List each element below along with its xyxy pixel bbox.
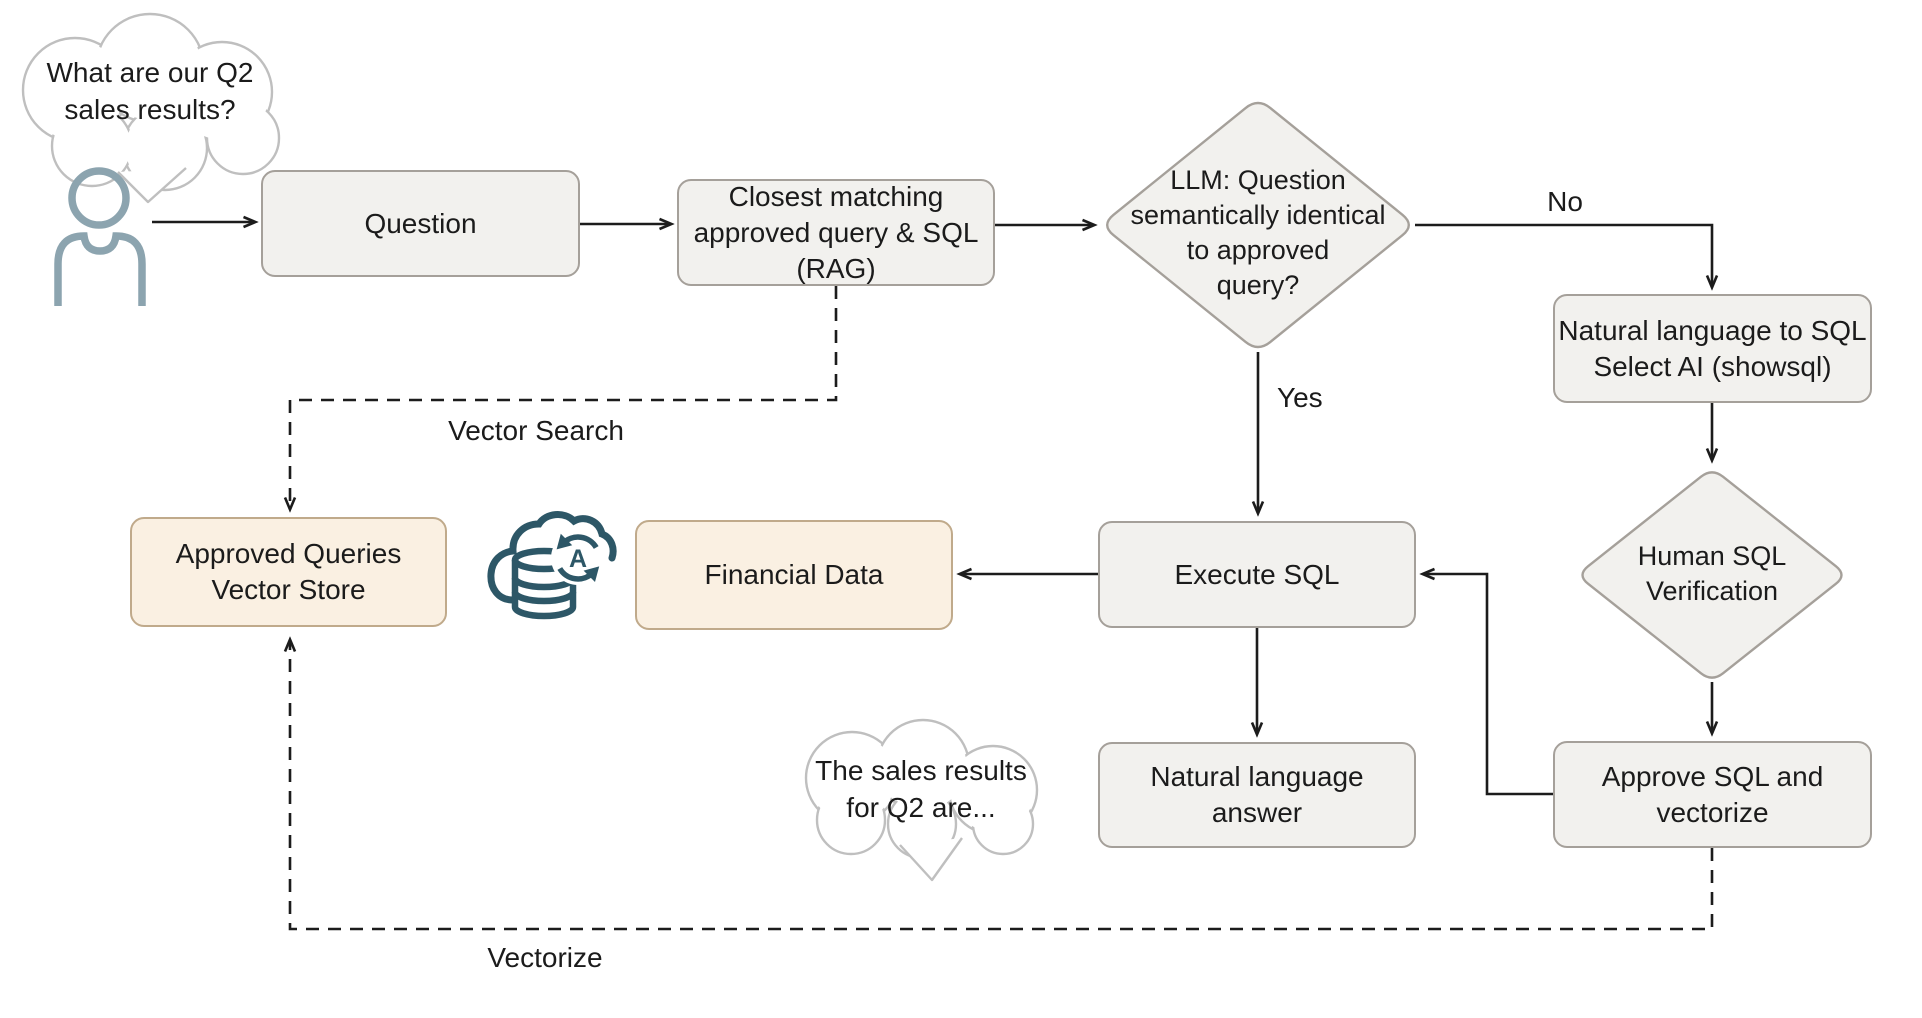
node-approve-vectorize-line: Approve SQL and bbox=[1601, 760, 1824, 792]
node-nl-answer-line: Natural language bbox=[1150, 761, 1364, 792]
edge-vector-search-dashed bbox=[290, 286, 838, 509]
cloud-outline bbox=[487, 511, 617, 604]
question-bubble-line: What are our Q2 bbox=[46, 57, 254, 88]
node-vector-store-line: Vector Store bbox=[211, 574, 366, 605]
node-closest-match-line: (RAG) bbox=[796, 252, 876, 284]
answer-bubble-line: for Q2 are... bbox=[846, 792, 996, 823]
decision-human-line: Verification bbox=[1645, 576, 1779, 606]
decision-llm-line: LLM: Question bbox=[1170, 165, 1346, 195]
sync-arrowhead-left bbox=[556, 533, 573, 550]
node-nl-to-sql-line: Natural language to SQL bbox=[1558, 314, 1867, 346]
answer-bubble-line: The sales results bbox=[815, 755, 1027, 786]
edge-vectorize-dashed bbox=[290, 640, 1714, 931]
decision-llm-text: LLM: Question semantically identical to … bbox=[1108, 163, 1408, 303]
sync-badge: A bbox=[551, 531, 605, 585]
node-approve-vectorize-line: vectorize bbox=[1656, 796, 1769, 828]
question-bubble-text: What are our Q2 sales results? bbox=[30, 54, 270, 128]
decision-human-line: Human SQL bbox=[1637, 541, 1787, 571]
node-execute-sql-label: Execute SQL bbox=[1174, 558, 1340, 590]
decision-llm-line: query? bbox=[1216, 270, 1300, 300]
edge-label-vectorize: Vectorize bbox=[487, 942, 603, 973]
node-nl-to-sql: Natural language to SQL Select AI (shows… bbox=[1553, 294, 1872, 403]
node-closest-match-line: Closest matching bbox=[728, 180, 944, 212]
node-question: Question bbox=[261, 170, 580, 277]
decision-llm-line: semantically identical bbox=[1130, 200, 1386, 230]
user-icon bbox=[54, 167, 146, 306]
question-thought-bubble bbox=[21, 12, 281, 204]
question-bubble-line: sales results? bbox=[64, 94, 236, 125]
edge-label-no: No bbox=[1547, 186, 1583, 217]
node-nl-to-sql-line: Select AI (showsql) bbox=[1593, 350, 1832, 382]
node-vector-store-line: Approved Queries bbox=[175, 538, 402, 569]
badge-letter: A bbox=[569, 545, 587, 573]
decision-human-sql-verification bbox=[1581, 471, 1843, 679]
node-execute-sql: Execute SQL bbox=[1098, 521, 1416, 628]
sync-arrowhead-right bbox=[583, 566, 600, 582]
node-question-label: Question bbox=[364, 207, 477, 239]
node-approve-vectorize: Approve SQL and vectorize bbox=[1553, 741, 1872, 848]
edge-label-yes: Yes bbox=[1277, 382, 1323, 413]
node-closest-match: Closest matching approved query & SQL (R… bbox=[677, 179, 995, 286]
decision-human-text: Human SQL Verification bbox=[1562, 537, 1862, 611]
edge-approve-to-execute-sql bbox=[1423, 574, 1553, 796]
node-vector-store: Approved Queries Vector Store bbox=[130, 517, 447, 627]
answer-bubble-text: The sales results for Q2 are... bbox=[801, 752, 1041, 826]
decision-llm-line: to approved bbox=[1186, 235, 1330, 265]
node-financial-data-label: Financial Data bbox=[704, 559, 884, 590]
autonomous-database-cloud-icon: A bbox=[487, 511, 617, 620]
node-nl-answer: Natural language answer bbox=[1098, 742, 1416, 848]
edge-label-vector-search: Vector Search bbox=[448, 415, 624, 446]
answer-thought-bubble bbox=[804, 718, 1039, 882]
node-closest-match-line: approved query & SQL bbox=[693, 216, 979, 248]
node-financial-data: Financial Data bbox=[635, 520, 953, 630]
decision-llm-semantic-match bbox=[1106, 101, 1410, 349]
edge-llm-no-to-nl-to-sql bbox=[1415, 223, 1712, 287]
node-nl-answer-line: answer bbox=[1211, 797, 1303, 828]
